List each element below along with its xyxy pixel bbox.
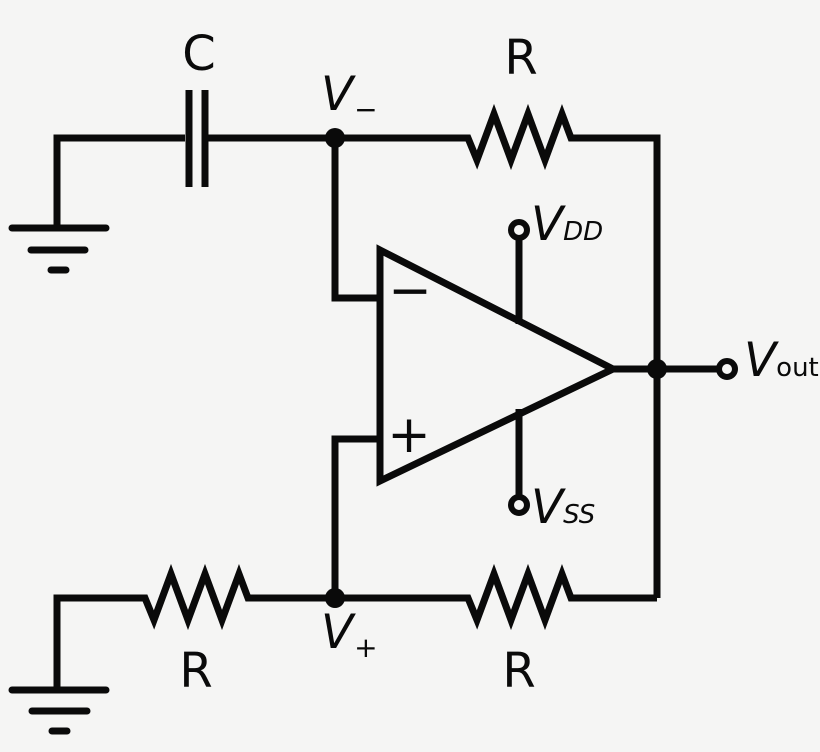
wire-ground-to-capacitor	[53, 134, 185, 228]
vdd-label-sub: DD	[563, 217, 604, 247]
vss-label: VSS	[531, 484, 595, 531]
vout-label: Vout	[744, 337, 819, 384]
bottom-left-resistor-label: R	[179, 643, 213, 699]
wire-vplus-to-opamp	[331, 435, 380, 598]
opamp-triangle	[376, 244, 621, 487]
vminus-label-sub: −	[354, 93, 378, 126]
vplus-label-sub: +	[354, 631, 378, 664]
vminus-node-dot	[325, 128, 345, 148]
ground-symbol-bottom	[8, 686, 110, 735]
vminus-label: V−	[321, 71, 378, 124]
ground-symbol-top	[8, 224, 110, 274]
vplus-node-dot	[325, 588, 345, 608]
vout-label-main: V	[744, 333, 777, 388]
vss-label-sub: SS	[563, 500, 596, 530]
vminus-label-main: V	[321, 67, 354, 122]
capacitor-symbol	[185, 90, 209, 187]
vplus-label: V+	[321, 609, 378, 662]
wire-bottom-rail-and-resistors	[53, 563, 657, 690]
vplus-label-main: V	[321, 605, 354, 660]
vout-terminal	[716, 358, 738, 380]
top-resistor-label: R	[504, 30, 538, 86]
vdd-label-main: V	[531, 197, 564, 252]
vdd-terminal	[508, 219, 530, 241]
vss-terminal	[508, 494, 530, 516]
opamp-noninverting-input-symbol: +	[387, 405, 431, 465]
wire-vminus-to-opamp	[331, 138, 380, 302]
vout-label-sub: out	[776, 353, 819, 383]
output-node-dot	[647, 359, 667, 379]
vdd-label: VDD	[531, 201, 603, 248]
opamp-inverting-input-symbol: −	[388, 261, 432, 321]
bottom-right-resistor-label: R	[502, 643, 536, 699]
capacitor-label: C	[182, 26, 216, 82]
wire-top-rail-and-feedback-resistor	[208, 103, 661, 598]
vss-label-main: V	[531, 480, 564, 535]
